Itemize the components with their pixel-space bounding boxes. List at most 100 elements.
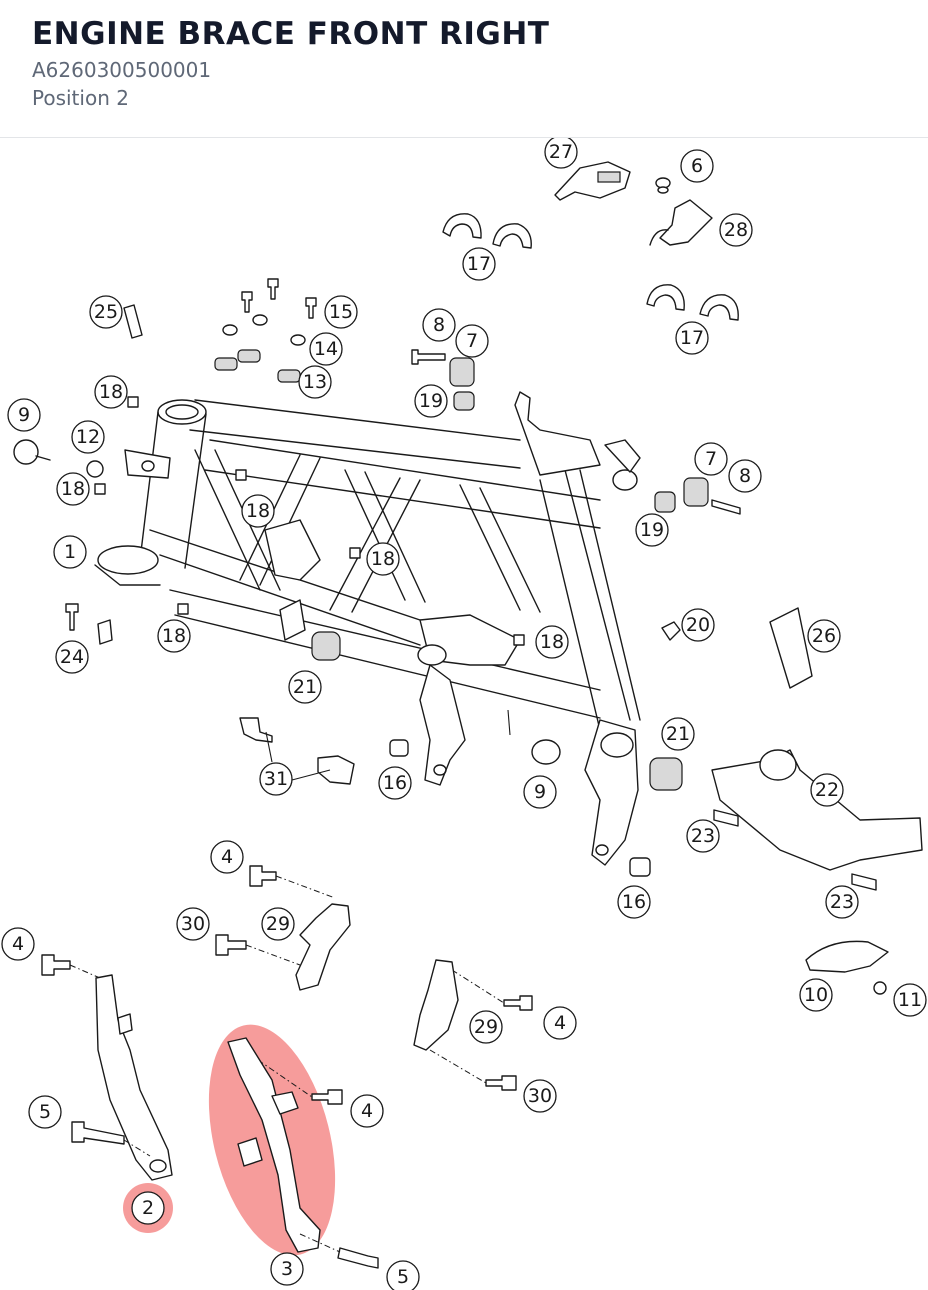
svg-text:5: 5	[39, 1101, 51, 1123]
svg-text:9: 9	[18, 404, 30, 426]
callout-16[interactable]: 16	[617, 885, 651, 919]
callout-8[interactable]: 8	[422, 308, 456, 342]
callout-3[interactable]: 3	[270, 1252, 304, 1286]
callout-4[interactable]: 4	[543, 1006, 577, 1040]
svg-text:16: 16	[383, 772, 407, 794]
svg-text:18: 18	[162, 625, 186, 647]
svg-text:18: 18	[246, 500, 270, 522]
callout-22[interactable]: 22	[810, 773, 844, 807]
svg-text:3: 3	[281, 1258, 293, 1280]
svg-text:5: 5	[397, 1266, 409, 1288]
callout-4[interactable]: 4	[350, 1094, 384, 1128]
callout-28[interactable]: 28	[719, 213, 753, 247]
callout-18[interactable]: 18	[535, 625, 569, 659]
callout-11[interactable]: 11	[893, 983, 927, 1017]
frame-drawing	[94, 391, 641, 866]
svg-text:18: 18	[540, 631, 564, 653]
svg-text:18: 18	[371, 548, 395, 570]
callout-5[interactable]: 5	[386, 1260, 420, 1290]
svg-text:21: 21	[293, 676, 317, 698]
callout-6[interactable]: 6	[680, 149, 714, 183]
svg-text:18: 18	[99, 381, 123, 403]
svg-text:19: 19	[640, 519, 664, 541]
callout-19[interactable]: 19	[635, 513, 669, 547]
callout-10[interactable]: 10	[799, 978, 833, 1012]
callout-21[interactable]: 21	[288, 670, 322, 704]
callout-1[interactable]: 1	[53, 535, 87, 569]
svg-text:13: 13	[303, 371, 327, 393]
callout-20[interactable]: 20	[681, 608, 715, 642]
svg-text:27: 27	[549, 141, 573, 163]
svg-text:4: 4	[221, 846, 233, 868]
svg-text:8: 8	[739, 465, 751, 487]
callout-14[interactable]: 14	[309, 332, 343, 366]
svg-text:7: 7	[466, 330, 478, 352]
small-parts-drawing	[13, 161, 923, 995]
part-position: Position 2	[32, 86, 129, 110]
callout-21[interactable]: 21	[661, 717, 695, 751]
callout-13[interactable]: 13	[298, 365, 332, 399]
callout-30[interactable]: 30	[523, 1079, 557, 1113]
callout-23[interactable]: 23	[825, 885, 859, 919]
callout-23[interactable]: 23	[686, 819, 720, 853]
svg-text:30: 30	[181, 913, 205, 935]
callout-2-highlighted[interactable]: 2	[131, 1191, 165, 1225]
engine-braces-drawing	[41, 865, 533, 1269]
svg-text:23: 23	[691, 825, 715, 847]
callout-30[interactable]: 30	[176, 907, 210, 941]
callout-18[interactable]: 18	[241, 494, 275, 528]
svg-text:1: 1	[64, 541, 76, 563]
svg-text:7: 7	[705, 448, 717, 470]
callout-7[interactable]: 7	[694, 442, 728, 476]
part-title: ENGINE BRACE FRONT RIGHT	[32, 16, 550, 52]
svg-text:8: 8	[433, 314, 445, 336]
callout-17[interactable]: 17	[675, 321, 709, 355]
svg-text:4: 4	[12, 933, 24, 955]
callout-25[interactable]: 25	[89, 295, 123, 329]
svg-text:16: 16	[622, 891, 646, 913]
svg-text:2: 2	[142, 1197, 154, 1219]
callout-4[interactable]: 4	[1, 927, 35, 961]
svg-text:29: 29	[474, 1016, 498, 1038]
callout-31[interactable]: 31	[259, 762, 293, 796]
svg-text:6: 6	[691, 155, 703, 177]
callout-5[interactable]: 5	[28, 1095, 62, 1129]
callout-26[interactable]: 26	[807, 619, 841, 653]
exploded-parts-diagram: 27 6 28 17 17 25 15 14 13 8 7 19 18 9 12…	[1, 138, 927, 1290]
svg-text:4: 4	[361, 1100, 373, 1122]
callout-7[interactable]: 7	[455, 324, 489, 358]
svg-text:22: 22	[815, 779, 839, 801]
svg-text:17: 17	[467, 253, 491, 275]
callout-15[interactable]: 15	[324, 295, 358, 329]
svg-text:31: 31	[264, 768, 288, 790]
callout-4[interactable]: 4	[210, 840, 244, 874]
svg-text:28: 28	[724, 219, 748, 241]
callout-29[interactable]: 29	[469, 1010, 503, 1044]
callout-29[interactable]: 29	[261, 907, 295, 941]
svg-text:29: 29	[266, 913, 290, 935]
callout-16[interactable]: 16	[378, 766, 412, 800]
svg-text:4: 4	[554, 1012, 566, 1034]
callout-18[interactable]: 18	[94, 375, 128, 409]
svg-text:10: 10	[804, 984, 828, 1006]
svg-text:19: 19	[419, 390, 443, 412]
svg-text:18: 18	[61, 478, 85, 500]
callout-18[interactable]: 18	[157, 619, 191, 653]
callout-8[interactable]: 8	[728, 459, 762, 493]
callout-9[interactable]: 9	[523, 775, 557, 809]
callout-17[interactable]: 17	[462, 247, 496, 281]
callout-27[interactable]: 27	[544, 138, 578, 169]
svg-text:23: 23	[830, 891, 854, 913]
svg-text:9: 9	[534, 781, 546, 803]
svg-text:26: 26	[812, 625, 836, 647]
svg-text:21: 21	[666, 723, 690, 745]
callout-19[interactable]: 19	[414, 384, 448, 418]
callouts: 27 6 28 17 17 25 15 14 13 8 7 19 18 9 12…	[1, 138, 927, 1290]
callout-18[interactable]: 18	[366, 542, 400, 576]
callout-9[interactable]: 9	[7, 398, 41, 432]
svg-text:12: 12	[76, 426, 100, 448]
svg-text:24: 24	[60, 646, 84, 668]
callout-24[interactable]: 24	[55, 640, 89, 674]
callout-18[interactable]: 18	[56, 472, 90, 506]
callout-12[interactable]: 12	[71, 420, 105, 454]
